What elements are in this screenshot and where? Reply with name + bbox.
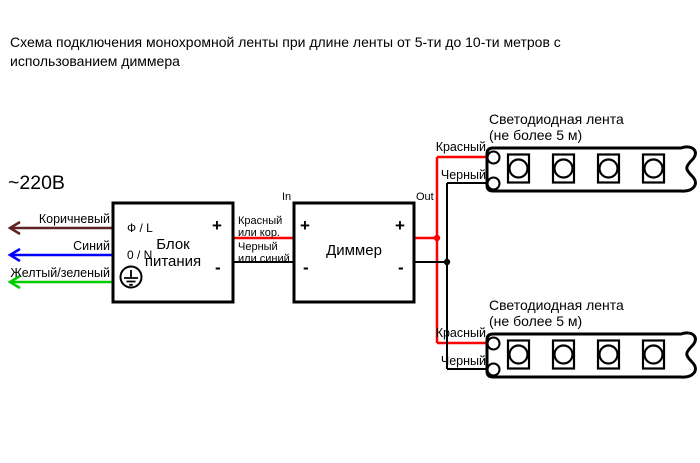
- strip-bottom-red-wire-label: Красный: [435, 326, 486, 340]
- strip-bottom-title-line2: (не более 5 м): [489, 312, 583, 329]
- green-wire-arrow-icon: [7, 274, 21, 290]
- dc-red-wire-label: Красный или кор.: [238, 215, 283, 239]
- strip-top-black-wire-label: Черный: [440, 168, 486, 182]
- psu-name: Блок питания: [118, 236, 228, 270]
- blue-wire-label: Синий: [73, 239, 110, 253]
- strip-top-title-line1: Светодиодная лента: [489, 111, 624, 127]
- dimmer-out-red-wire: [414, 155, 490, 345]
- dc-red-wire-label-line2: или кор.: [238, 226, 280, 239]
- brown-wire-label: Коричневый: [38, 212, 110, 226]
- dc-black-wire-label-line2: или синий: [238, 252, 290, 265]
- red-junction-dot: [433, 234, 441, 242]
- blue-wire-arrow-icon: [7, 247, 21, 263]
- strip-bottom-black-wire-label: Черный: [440, 354, 486, 368]
- strip-bottom-title-line1: Светодиодная лента: [489, 297, 624, 313]
- dc-black-wire-label-line1: Черный: [238, 241, 278, 253]
- dimmer-out-minus-label: -: [398, 258, 404, 277]
- strip-top-red-wire-label: Красный: [435, 140, 486, 154]
- psu-name-line2: питания: [144, 252, 202, 270]
- mains-blue-wire: [7, 247, 113, 263]
- dimmer-in-minus-label: -: [303, 258, 309, 277]
- psu-plus-label: +: [212, 216, 222, 235]
- dc-black-wire-label: Черный или синий: [238, 241, 290, 265]
- psu-minus-label: -: [215, 258, 221, 277]
- black-junction-dot: [443, 258, 451, 266]
- dimmer-in-plus-label: +: [300, 216, 310, 235]
- ground-icon-circle: [119, 265, 143, 289]
- dimmer-out-black-wire: [414, 182, 490, 370]
- psu-neutral-terminal-label: 0 / N: [127, 248, 153, 262]
- dimmer-in-label: In: [282, 191, 292, 203]
- strip-top-title-line2: (не более 5 м): [489, 126, 583, 143]
- ground-icon: [119, 265, 143, 289]
- dimmer-box: [292, 201, 416, 304]
- dimmer-out-label: Out: [416, 191, 434, 203]
- dc-red-wire-label-line1: Красный: [238, 215, 283, 227]
- led-strip-top: [485, 145, 697, 193]
- ground-icon-glyph: [124, 270, 138, 286]
- strip-top-title: Светодиодная лента (не более 5 м): [489, 111, 624, 143]
- power-supply-box: [111, 201, 235, 304]
- dimmer-name: Диммер: [326, 242, 382, 259]
- led-strip-bottom: [485, 331, 697, 379]
- dimmer-out-plus-label: +: [395, 216, 405, 235]
- green-wire-label: Желтый/зеленый: [10, 266, 110, 280]
- mains-green-wire: [7, 274, 113, 290]
- mains-brown-wire: [7, 220, 113, 236]
- psu-name-line1: Блок: [156, 236, 190, 253]
- psu-phase-terminal-label: Ф / L: [127, 221, 153, 235]
- brown-wire-arrow-icon: [7, 220, 21, 236]
- strip-bottom-title: Светодиодная лента (не более 5 м): [489, 297, 624, 329]
- mains-voltage-label: ~220В: [8, 172, 65, 194]
- diagram-title: Схема подключения монохромной ленты при …: [10, 34, 561, 69]
